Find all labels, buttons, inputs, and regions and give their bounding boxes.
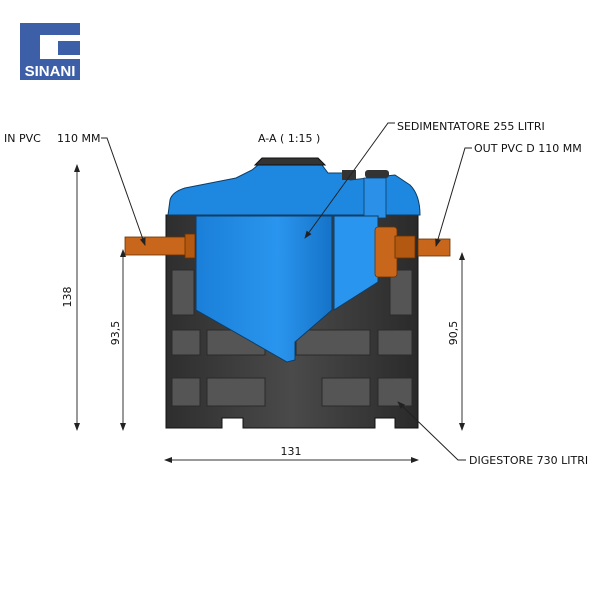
inlet-size-label: 110 MM <box>57 132 100 145</box>
dim-total-height: 138 <box>61 287 74 308</box>
tank-lid <box>167 157 421 219</box>
inlet-pipe <box>124 233 196 259</box>
sedimentation-chamber <box>195 215 379 363</box>
sinani-logo: SINANI <box>20 23 80 80</box>
dimension-lines <box>74 164 465 463</box>
logo-text: SINANI <box>25 63 76 80</box>
section-title: A-A ( 1:15 ) <box>258 132 320 145</box>
outlet-label: OUT PVC D 110 MM <box>474 142 582 155</box>
dim-inlet-height: 93,5 <box>109 321 122 346</box>
dim-outlet-height: 90,5 <box>447 321 460 346</box>
digestore-label: DIGESTORE 730 LITRI <box>469 454 588 467</box>
sedimentatore-label: SEDIMENTATORE 255 LITRI <box>397 120 545 133</box>
leader-lines <box>101 122 472 461</box>
inlet-label: IN PVC <box>4 132 41 145</box>
dim-width: 131 <box>281 445 302 458</box>
outlet-pipe <box>374 226 451 278</box>
